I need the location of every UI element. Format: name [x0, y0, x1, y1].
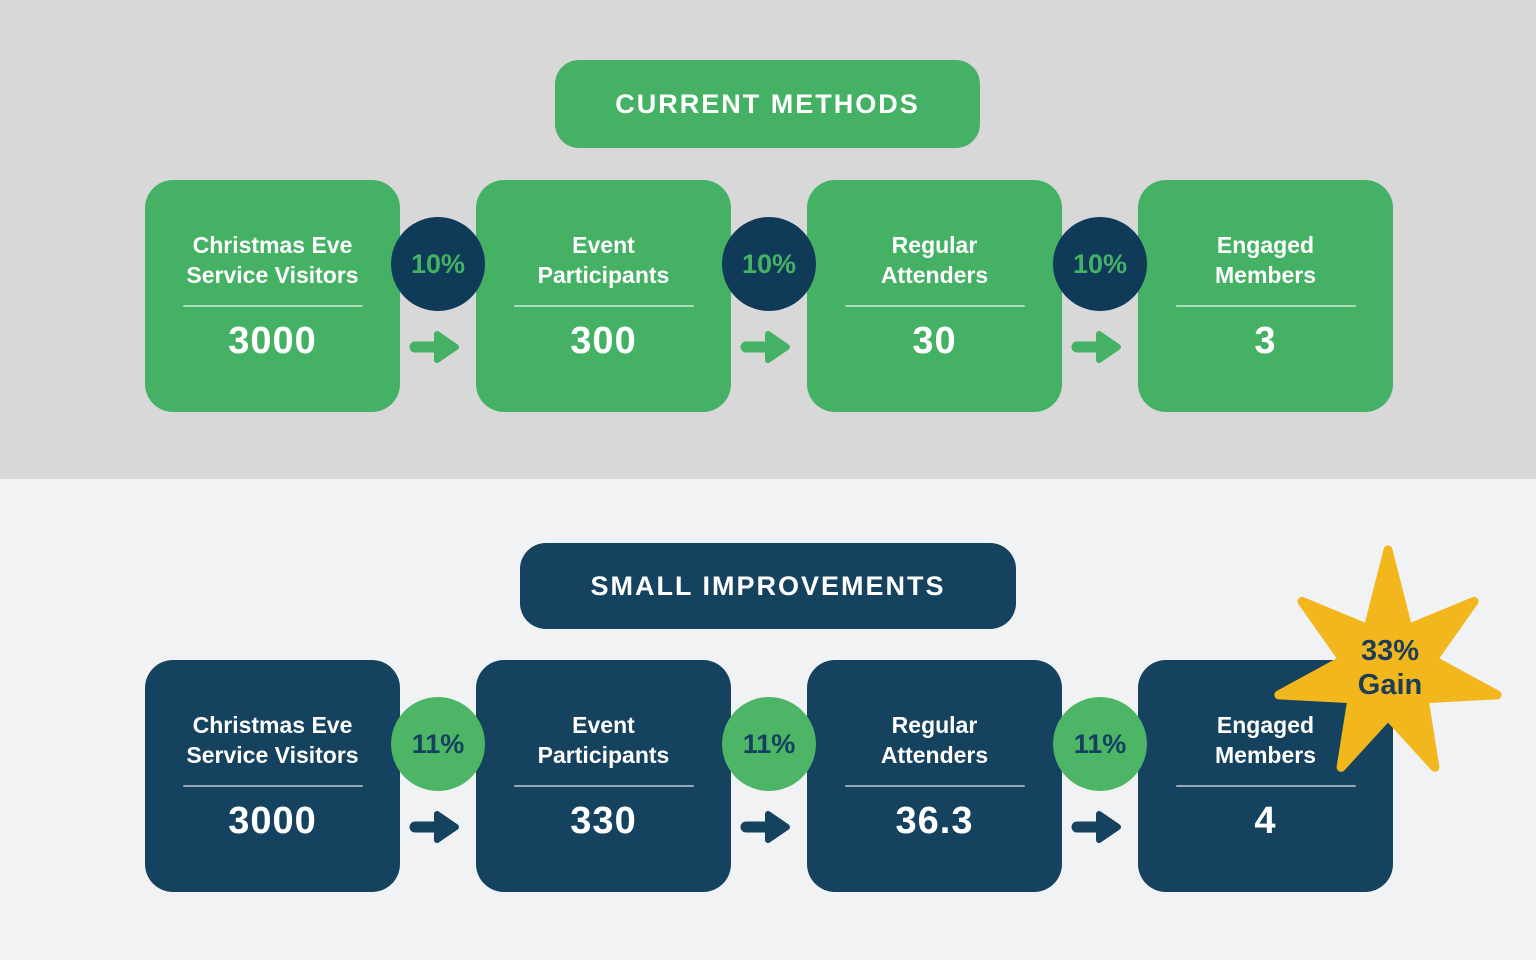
- divider-line: [844, 304, 1025, 307]
- step-title-line1: Event: [572, 711, 635, 738]
- step-title-line2: Service Visitors: [186, 741, 359, 768]
- step-title: Event Participants: [538, 710, 670, 770]
- step-value: 4: [1254, 799, 1277, 842]
- step-value: 30: [912, 319, 957, 362]
- step-box-event-participants: Event Participants 330: [476, 660, 731, 892]
- gain-percent-text: 33%: [1360, 635, 1420, 667]
- step-title-line2: Members: [1215, 741, 1316, 768]
- divider-line: [1175, 304, 1356, 307]
- arrow-right-icon: [409, 331, 459, 363]
- step-value: 3000: [228, 799, 317, 842]
- step-box-regular-attenders: Regular Attenders 36.3: [807, 660, 1062, 892]
- step-title: Engaged Members: [1215, 710, 1316, 770]
- step-value: 36.3: [895, 799, 974, 842]
- step-title-line2: Members: [1215, 261, 1316, 288]
- arrow-right-icon: [1071, 811, 1121, 843]
- step-box-regular-attenders: Regular Attenders 30: [807, 180, 1062, 412]
- step-title: Christmas Eve Service Visitors: [186, 230, 358, 290]
- step-box-event-participants: Event Participants 300: [476, 180, 731, 412]
- step-title-line2: Attenders: [880, 261, 989, 288]
- step-title-line2: Participants: [537, 741, 670, 768]
- step-title-line1: Christmas Eve: [192, 711, 353, 738]
- divider-line: [513, 784, 694, 787]
- step-title-line1: Event: [572, 231, 635, 258]
- conversion-rate-badge: 10%: [1053, 217, 1147, 311]
- arrow-right-icon: [740, 811, 790, 843]
- gain-badge: 33% Gain: [1316, 634, 1464, 702]
- step-box-engaged-members: Engaged Members 3: [1138, 180, 1393, 412]
- step-box-engaged-members: Engaged Members 4: [1138, 660, 1393, 892]
- gain-label-text: Gain: [1357, 669, 1423, 701]
- arrow-right-icon: [409, 811, 459, 843]
- arrow-right-icon: [740, 331, 790, 363]
- step-title: Christmas Eve Service Visitors: [186, 710, 358, 770]
- step-value: 330: [570, 799, 637, 842]
- step-box-christmas-eve-visitors: Christmas Eve Service Visitors 3000: [145, 660, 400, 892]
- divider-line: [1175, 784, 1356, 787]
- step-title: Regular Attenders: [881, 710, 988, 770]
- step-box-christmas-eve-visitors: Christmas Eve Service Visitors 3000: [145, 180, 400, 412]
- step-title: Event Participants: [538, 230, 670, 290]
- conversion-rate-badge: 11%: [722, 697, 816, 791]
- divider-line: [182, 304, 363, 307]
- step-title-line1: Regular: [891, 711, 978, 738]
- step-value: 3: [1254, 319, 1277, 362]
- step-title: Engaged Members: [1215, 230, 1316, 290]
- conversion-rate-badge: 10%: [722, 217, 816, 311]
- step-title-line1: Engaged: [1216, 711, 1315, 738]
- step-title-line2: Participants: [537, 261, 670, 288]
- step-title-line1: Regular: [891, 231, 978, 258]
- starburst-icon: [1274, 545, 1502, 772]
- divider-line: [844, 784, 1025, 787]
- step-title-line1: Christmas Eve: [192, 231, 353, 258]
- conversion-rate-badge: 11%: [391, 697, 485, 791]
- step-value: 300: [570, 319, 637, 362]
- step-title-line1: Engaged: [1216, 231, 1315, 258]
- divider-line: [182, 784, 363, 787]
- step-title-line2: Attenders: [880, 741, 989, 768]
- conversion-rate-badge: 11%: [1053, 697, 1147, 791]
- step-title-line2: Service Visitors: [186, 261, 359, 288]
- arrow-right-icon: [1071, 331, 1121, 363]
- step-value: 3000: [228, 319, 317, 362]
- section-title-current-methods: CURRENT METHODS: [555, 60, 980, 148]
- section-title-small-improvements: SMALL IMPROVEMENTS: [520, 543, 1016, 629]
- divider-line: [513, 304, 694, 307]
- conversion-rate-badge: 10%: [391, 217, 485, 311]
- step-title: Regular Attenders: [881, 230, 988, 290]
